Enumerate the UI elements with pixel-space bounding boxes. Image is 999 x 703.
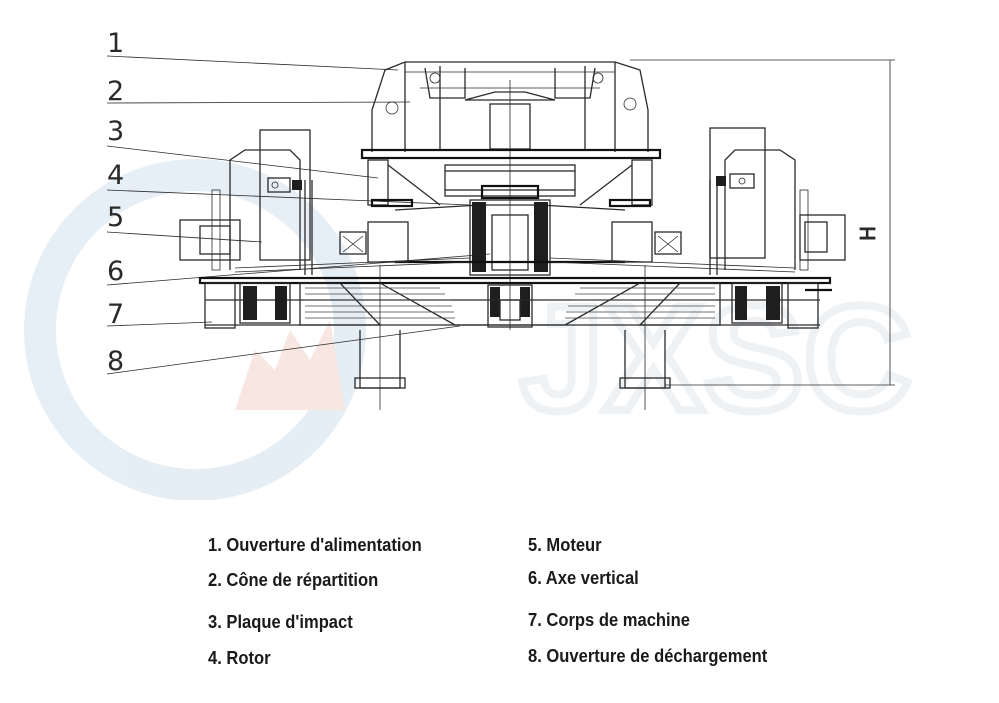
discharge-outlets <box>354 265 671 410</box>
legend-item-1: 1. Ouverture d'alimentation <box>208 535 422 555</box>
callout-7: 7 <box>107 299 124 330</box>
impact-plates <box>367 159 653 208</box>
legend-item-7: 7. Corps de machine <box>528 610 690 630</box>
motor-left <box>179 129 313 329</box>
legend-item-5: 5. Moteur <box>528 535 602 555</box>
watermark-text: JXSC <box>520 274 912 442</box>
legend-item-4: 4. Rotor <box>208 648 271 668</box>
callout-8: 8 <box>107 346 124 377</box>
callout-3: 3 <box>107 116 124 147</box>
motor-right <box>709 127 846 329</box>
rotor <box>394 184 626 276</box>
callout-5: 5 <box>107 202 124 233</box>
callout-4: 4 <box>107 160 124 191</box>
top-plate <box>360 148 662 197</box>
belt-lines <box>234 257 796 273</box>
legend-item-3: 3. Plaque d'impact <box>208 612 353 632</box>
callout-6: 6 <box>107 256 124 287</box>
dimension-h: H <box>630 59 895 386</box>
dimension-label: H <box>856 226 880 241</box>
feed-hopper-housing <box>371 61 649 330</box>
leader-lines <box>106 55 491 375</box>
machine-body <box>198 221 832 326</box>
watermark-logo: JXSC <box>24 159 916 500</box>
callout-2: 2 <box>107 76 124 107</box>
legend-item-8: 8. Ouverture de déchargement <box>528 646 768 666</box>
callout-numbers: 1 2 3 4 5 6 7 8 <box>107 28 124 377</box>
legend-item-2: 2. Cône de répartition <box>208 570 379 590</box>
callout-1: 1 <box>107 28 124 59</box>
crusher-cross-section-diagram: JXSC 1 2 3 4 5 6 7 8 H <box>24 28 916 500</box>
legend-item-6: 6. Axe vertical <box>528 568 639 588</box>
